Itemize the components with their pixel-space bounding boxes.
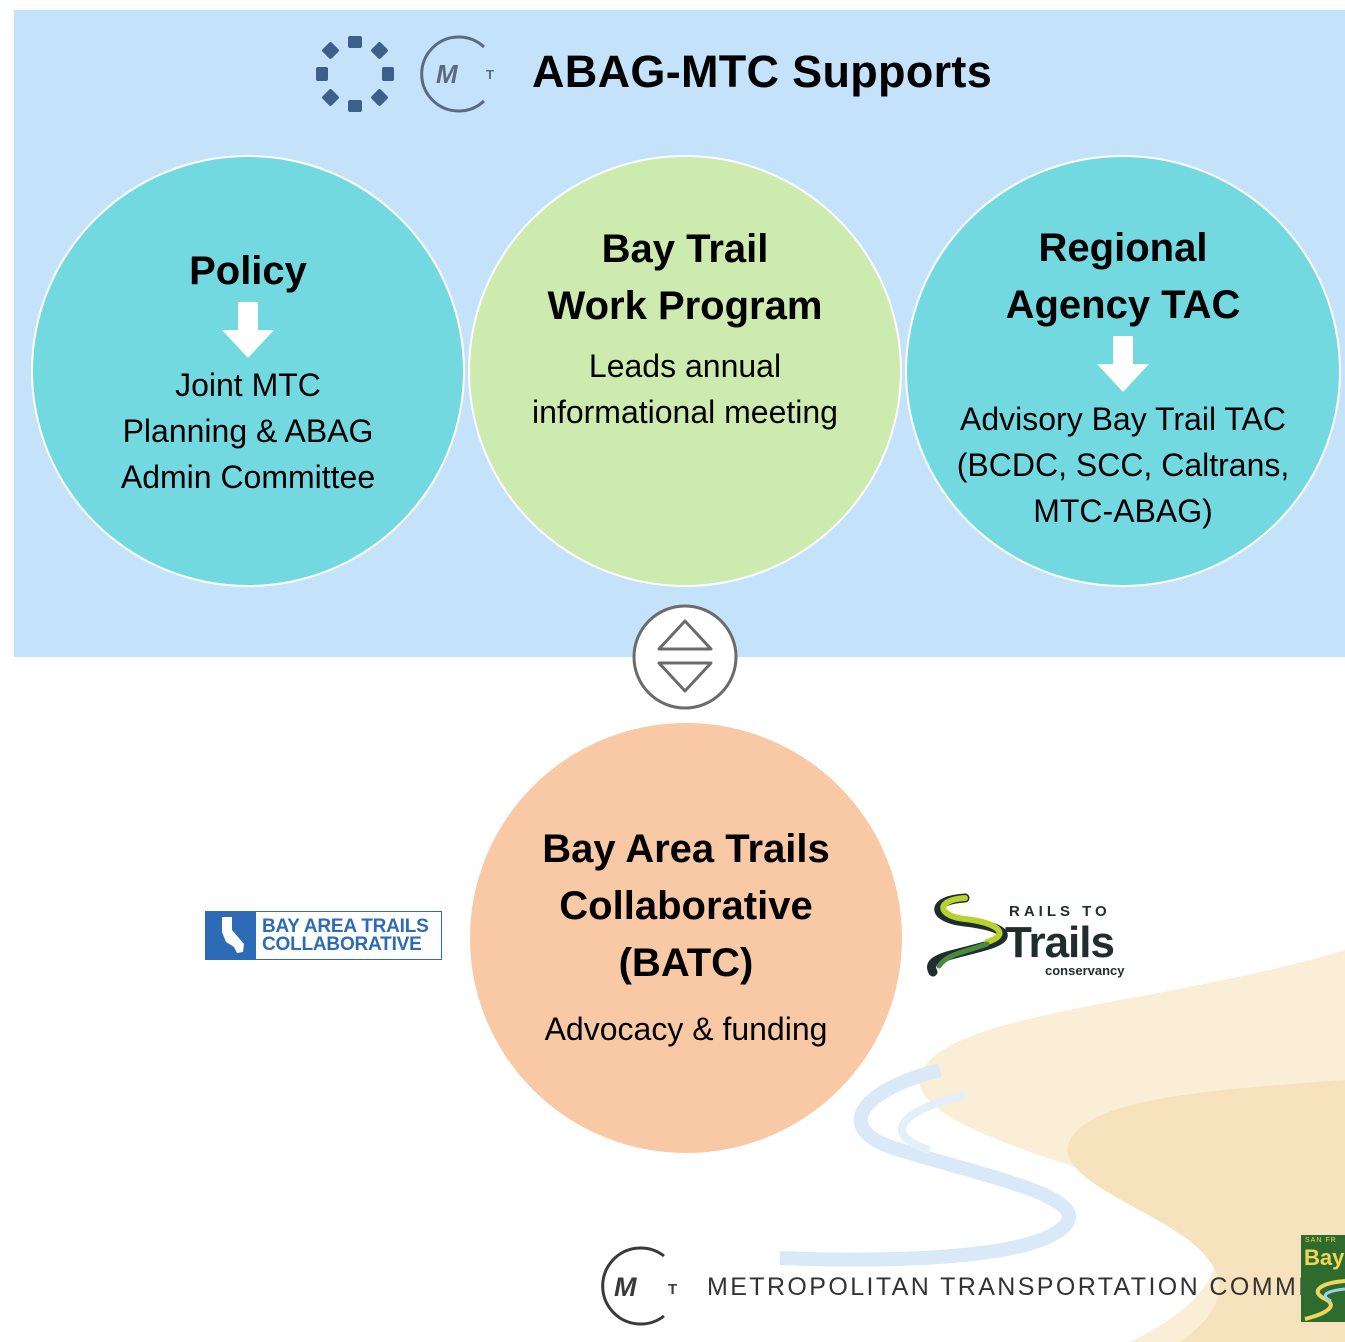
rtc-top-text: RAILS TO [1009, 903, 1111, 920]
regional-tac-body-line: (BCDC, SCC, Caltrans, [956, 447, 1290, 483]
policy-title: Policy [189, 249, 307, 293]
trail-squiggle-icon [927, 893, 1008, 977]
bay-area-trails-collaborative-logo: BAY AREA TRAILS COLLABORATIVE [205, 911, 442, 960]
mtc-footer-logo: M T [601, 1246, 677, 1326]
regional-tac-body-line: MTC-ABAG) [1033, 493, 1213, 529]
up-down-exchange-icon [632, 604, 738, 710]
batc-logo-line1: BAY AREA TRAILS [262, 916, 429, 937]
regional-tac-body-line: Advisory Bay Trail TAC [959, 401, 1286, 437]
arrow-down-icon [1097, 336, 1149, 392]
policy-body-line: Planning & ABAG [122, 413, 374, 449]
svg-text:T: T [668, 1281, 677, 1298]
badge-trail-icon [1304, 1279, 1345, 1321]
abag-logo [316, 36, 394, 112]
svg-text:T: T [486, 67, 494, 82]
svg-text:M: M [436, 59, 459, 89]
rails-to-trails-logo: RAILS TO Trails conservancy [925, 888, 1150, 983]
bay-trail-corner-badge: SAN FR Bay [1301, 1235, 1345, 1322]
mtc-logo: M T [420, 35, 494, 113]
rtc-main-text: Trails [1005, 918, 1115, 967]
policy-circle: Policy Joint MTC Planning & ABAG Admin C… [31, 155, 465, 587]
page-title: ABAG-MTC Supports [532, 46, 993, 97]
policy-body-line: Admin Committee [120, 459, 376, 495]
commission-name: METROPOLITAN TRANSPORTATION COMMISSION [707, 1273, 1345, 1301]
work-program-title: Work Program [547, 284, 823, 328]
batc-circle: Bay Area Trails Collaborative (BATC) Adv… [470, 723, 902, 1153]
batc-title: (BATC) [618, 941, 754, 985]
batc-logo-line2: COLLABORATIVE [262, 934, 422, 955]
badge-word: Bay [1304, 1245, 1345, 1270]
policy-body-line: Joint MTC [175, 367, 321, 403]
regional-tac-title: Agency TAC [1005, 283, 1241, 327]
arrow-down-icon [222, 302, 274, 358]
california-state-icon [206, 912, 256, 959]
work-program-body-line: Leads annual [588, 348, 782, 384]
batc-title: Bay Area Trails [542, 827, 830, 871]
badge-top-text: SAN FR [1305, 1237, 1337, 1244]
batc-title: Collaborative [559, 884, 813, 928]
work-program-body-line: informational meeting [532, 394, 838, 430]
batc-body: Advocacy & funding [544, 1011, 828, 1047]
work-program-title: Bay Trail [601, 227, 769, 271]
regional-tac-title: Regional [1038, 226, 1208, 270]
svg-text:M: M [614, 1272, 637, 1302]
regional-tac-circle: Regional Agency TAC Advisory Bay Trail T… [905, 155, 1341, 587]
rtc-bottom-text: conservancy [1045, 963, 1125, 978]
work-program-circle: Bay Trail Work Program Leads annual info… [468, 155, 902, 587]
